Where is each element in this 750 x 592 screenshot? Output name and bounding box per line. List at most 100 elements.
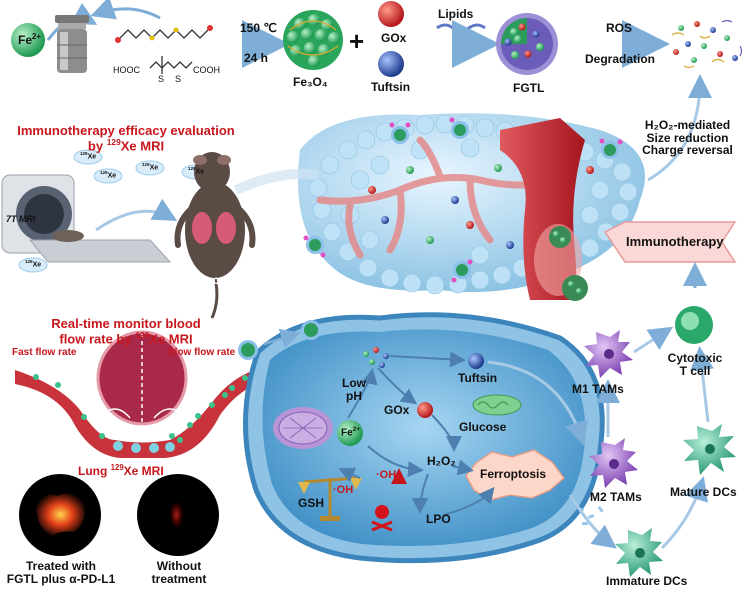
immature-dcs-label: Immature DCs xyxy=(606,574,688,588)
mechanism-line-2: Size reduction xyxy=(646,130,729,145)
tumor-mass xyxy=(298,113,645,295)
without-line-1: Without xyxy=(156,559,202,573)
gox-label: GOx xyxy=(381,31,407,45)
skull-crossbones-icon xyxy=(371,505,393,532)
blood-vessel-flow-diagram xyxy=(15,330,262,458)
eval-title: Immunotherapy efficacy evaluation by 129… xyxy=(6,124,246,153)
fe-charge: 2+ xyxy=(32,32,41,41)
lipids-label: Lipids xyxy=(438,7,474,21)
immunotherapy-banner xyxy=(603,221,737,263)
mature-dcs-label: Mature DCs xyxy=(670,485,737,499)
ligand-molecule-structure xyxy=(115,25,213,74)
fe2-cell-ion xyxy=(337,420,363,446)
m1-tams-label: M1 TAMs xyxy=(572,382,624,396)
cell-pathway-arrows xyxy=(338,351,495,516)
arrow-mouse-to-tumor xyxy=(233,169,319,195)
immature-dc-cell xyxy=(615,528,663,577)
without-line-2: treatment xyxy=(151,571,207,586)
m2-tam-cell xyxy=(589,438,638,488)
mri-scanner-icon xyxy=(1,174,172,263)
fast-flow-label: Fast flow rate xyxy=(12,347,77,358)
eval-title-line-2: by 129Xe MRI xyxy=(87,136,165,153)
arrow-tumor-to-degradation xyxy=(647,74,712,182)
incoming-fgtl xyxy=(238,320,321,360)
time-label: 24 h xyxy=(244,51,269,65)
circulating-fgtl-particles xyxy=(303,117,623,283)
cell-tuftsin-label: Tuftsin xyxy=(458,371,498,385)
fe3o4-label: Fe₃O₄ xyxy=(293,75,328,89)
low-ph-line-1: Low xyxy=(342,376,366,390)
xe-tag-4: 129Xe xyxy=(188,166,205,176)
arrow-mri-to-mouse xyxy=(95,198,178,232)
cell-gox-sphere xyxy=(417,402,433,418)
glucose-label: Glucose xyxy=(459,420,507,434)
fe-symbol: Fe xyxy=(18,33,33,47)
mature-dc-cell xyxy=(683,424,736,475)
released-components xyxy=(363,347,389,368)
fgtl-label: FGTL xyxy=(513,81,545,95)
tumor-blood-vessel xyxy=(500,118,588,301)
mouse-illustration xyxy=(174,152,256,319)
ligand-left-label: HOOC xyxy=(113,65,140,75)
mri-image-untreated xyxy=(137,474,219,556)
m2-tams-label: M2 TAMs xyxy=(590,490,642,504)
immune-arrows xyxy=(487,326,714,550)
blood-flow-title-line-1: Real-time monitor blood xyxy=(51,316,201,331)
m1-tam-cell xyxy=(584,330,633,378)
gox-sphere xyxy=(378,1,404,27)
h2o2-label: H₂O₂ xyxy=(427,454,456,468)
fe2-ion xyxy=(11,23,45,57)
lysosome-organelle xyxy=(273,407,333,449)
xe-tag-2: 129Xe xyxy=(100,170,117,180)
blood-flow-title-line-2: flow rate by 129Xe MRI xyxy=(59,329,193,346)
mechanism-line-1: H₂O₂-mediated xyxy=(644,118,731,132)
cell-gox-label: GOx xyxy=(384,403,410,417)
treated-line-2: FGTL plus α-PD-L1 xyxy=(6,571,116,586)
lpo-label: LPO xyxy=(426,512,451,526)
degraded-fragments xyxy=(671,19,743,69)
cytotoxic-t-cell xyxy=(675,306,713,344)
reactor-autoclave-icon xyxy=(55,15,89,73)
xe-tag-5: 129Xe xyxy=(25,259,42,269)
ligand-right-label: COOH xyxy=(193,65,220,75)
tumor-capillaries xyxy=(316,136,564,259)
oh-radical-label-1: ·OH xyxy=(376,469,397,481)
lipid-strand-icon xyxy=(436,23,486,33)
oh-radical-label-2: ·OH xyxy=(333,484,354,496)
low-ph-label: Low pH xyxy=(334,377,374,402)
mri-image-treated xyxy=(19,474,101,556)
temperature-label: 150 ℃ xyxy=(240,21,277,35)
fe3o4-nanoparticle xyxy=(283,10,343,70)
cytotoxic-label: Cytotoxic T cell xyxy=(660,352,730,377)
eval-title-line-1: Immunotherapy efficacy evaluation xyxy=(17,123,235,138)
lung-mri-label: Lung 129Xe MRI xyxy=(78,463,164,478)
gsh-label: GSH xyxy=(298,496,325,510)
immunotherapy-label: Immunotherapy xyxy=(626,234,724,249)
cell-fe2-label: Fe2+ xyxy=(341,426,361,439)
ros-label: ROS xyxy=(606,21,633,35)
blood-flow-title: Real-time monitor blood flow rate by 129… xyxy=(6,317,246,346)
degradation-label: Degradation xyxy=(585,52,656,66)
xe-tag-1: 129Xe xyxy=(80,151,97,161)
lung-cancer-label: Lung cancer xyxy=(180,273,252,287)
tuftsin-sphere xyxy=(378,51,404,77)
slow-flow-label: Slow flow rate xyxy=(168,347,236,358)
mechanism-line-3: Charge reversal xyxy=(642,143,733,158)
xe-tag-3: 129Xe xyxy=(142,162,159,172)
without-caption: Without treatment xyxy=(134,560,224,585)
arrow-ligand-to-reactor xyxy=(90,0,161,20)
ferroptosis-label: Ferroptosis xyxy=(480,467,547,481)
ligand-s2-label: S xyxy=(175,74,182,84)
fgtl-nanoparticle xyxy=(496,13,558,75)
tuftsin-label: Tuftsin xyxy=(371,80,411,94)
treated-line-1: Treated with xyxy=(25,559,96,573)
mitochondrion-icon xyxy=(472,394,522,416)
cell-tuftsin-sphere xyxy=(468,353,484,369)
ligand-s1-label: S xyxy=(158,74,165,84)
plus-sign: + xyxy=(349,26,364,56)
cytotoxic-line-2: T cell xyxy=(679,363,711,378)
scanner-label: 7T MRI xyxy=(6,214,36,224)
treated-caption: Treated with FGTL plus α-PD-L1 xyxy=(6,560,116,585)
fe2-label: Fe2+ xyxy=(18,32,41,47)
